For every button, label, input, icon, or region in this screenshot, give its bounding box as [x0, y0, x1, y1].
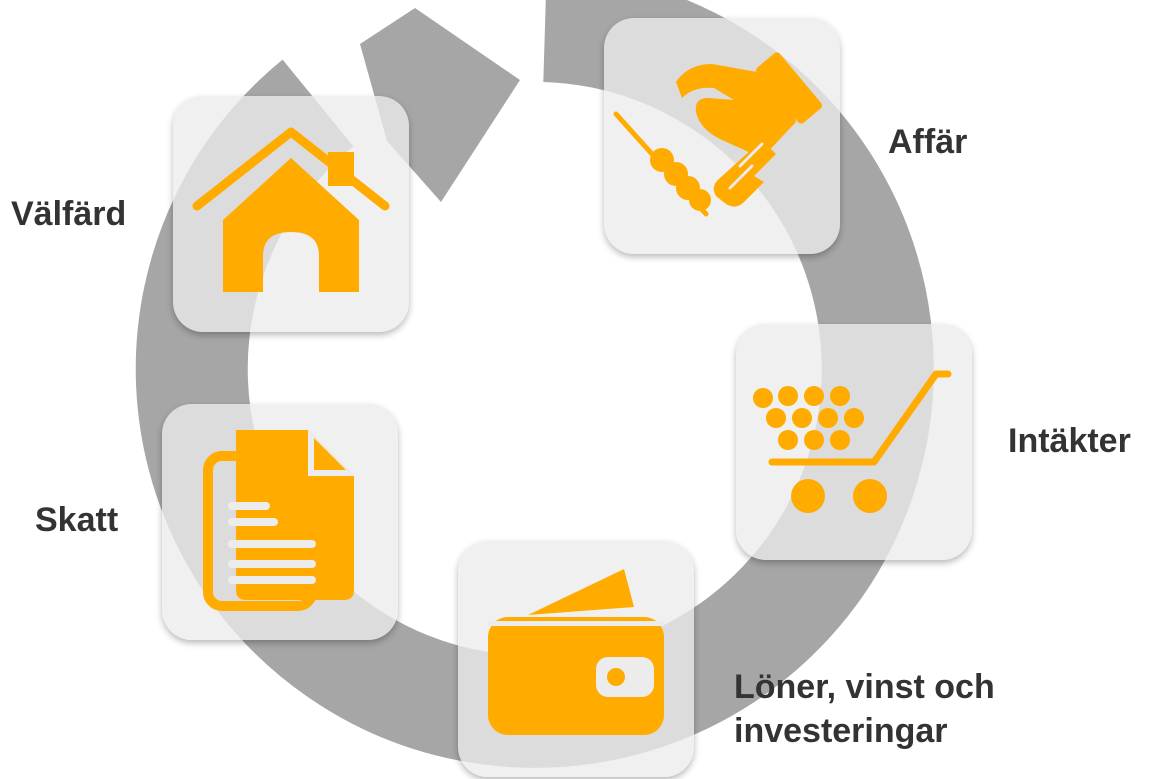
handshake-icon — [613, 52, 822, 217]
loner-tile — [458, 541, 694, 777]
intakter-label: Intäkter — [1008, 422, 1131, 460]
skatt-tile — [162, 404, 398, 640]
loner-label: Löner, vinst och investeringar — [734, 668, 995, 750]
house-icon — [192, 127, 390, 292]
affar-label: Affär — [888, 123, 968, 161]
intakter-tile — [736, 324, 972, 560]
affar-tile — [604, 18, 840, 254]
valfard-tile — [173, 96, 409, 332]
document-icon — [203, 430, 354, 611]
shopping-cart-icon — [753, 370, 952, 513]
valfard-label: Välfärd — [11, 195, 127, 233]
skatt-label: Skatt — [35, 501, 119, 539]
wallet-icon — [488, 569, 664, 735]
